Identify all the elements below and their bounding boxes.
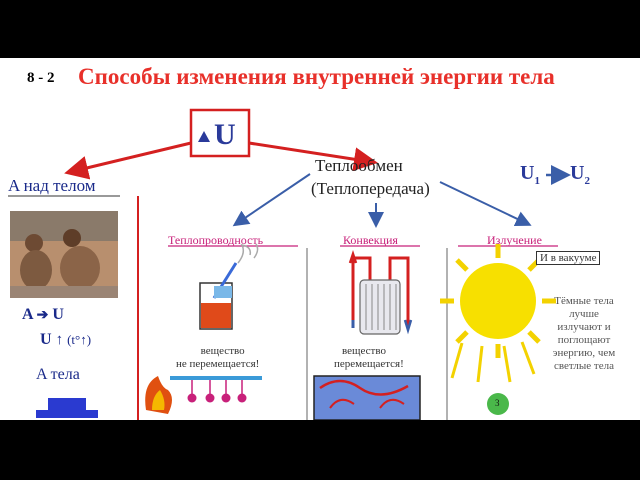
right-arrow-icon: ➔	[36, 308, 49, 323]
diagram-lines	[8, 108, 571, 420]
beaker-icon	[199, 243, 259, 330]
up-arrow-icon: ↑	[55, 332, 64, 348]
delta-triangle-icon	[198, 131, 210, 142]
slide-number: 8 - 2	[27, 70, 55, 86]
arrow-to-heat-exchange	[248, 141, 378, 172]
work-label: A над телом	[8, 176, 96, 195]
u-up-label: U ↑ (t°↑)	[40, 331, 92, 348]
arrow-to-radiation	[439, 181, 532, 227]
conduction-note: вещество не перемещается!	[176, 345, 260, 370]
arrow-to-conduction	[232, 173, 311, 227]
page-title: Способы изменения внутренней энергии тел…	[78, 64, 555, 89]
water-tank-icon	[313, 375, 421, 420]
vacuum-note: И в вакууме	[536, 251, 601, 265]
flame-icon	[145, 376, 172, 414]
radiation-label: Излучение	[487, 233, 542, 247]
heat-exchange-label: Теплообмен	[315, 156, 403, 175]
delta-u-label: U	[214, 118, 236, 151]
people-photo	[10, 211, 118, 298]
convection-arrows	[348, 250, 413, 335]
conduction-rod	[170, 376, 262, 403]
u2-label: U2	[570, 162, 590, 187]
delta-u-box	[189, 108, 251, 158]
convection-note: вещество перемещается!	[334, 345, 404, 370]
arrow-to-work	[64, 141, 192, 180]
delta-u: U	[198, 118, 236, 152]
a-to-u-label: A ➔ U	[22, 306, 64, 323]
slide: 8 - 2 Способы изменения внутренней энерг…	[0, 58, 640, 420]
dark-bodies-note: Тёмные тела лучше излучают и поглощают э…	[552, 295, 616, 372]
hat-icon	[36, 398, 98, 418]
convection-label: Конвекция	[343, 233, 398, 247]
u1-label: U1	[520, 162, 540, 187]
ball-label: 3	[495, 398, 500, 408]
green-ball	[487, 393, 509, 415]
heat-transfer-label: (Теплопередача)	[311, 179, 430, 198]
heater-icon	[359, 279, 401, 335]
conduction-label: Теплопроводность	[168, 233, 264, 247]
a-body-label: A тела	[36, 366, 80, 383]
